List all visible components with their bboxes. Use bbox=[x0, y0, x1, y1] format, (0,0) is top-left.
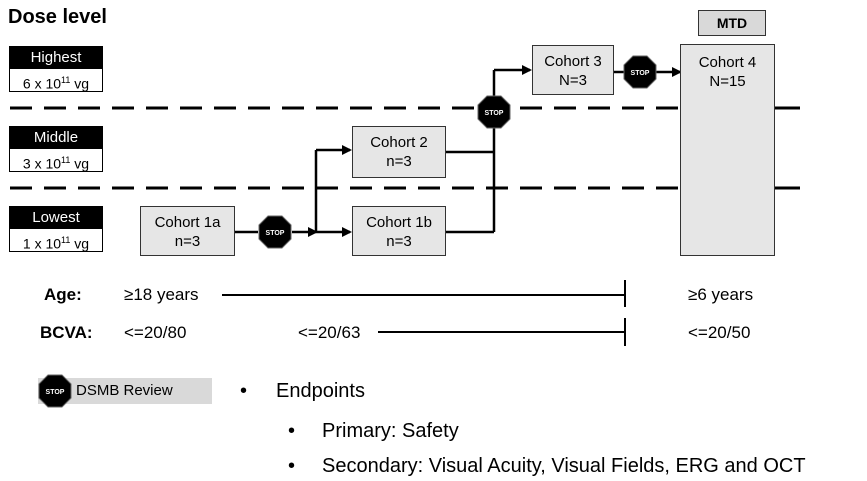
dose-level-title: Dose level bbox=[8, 6, 107, 28]
dose-level-value: 1 x 1011 vg bbox=[10, 229, 102, 252]
bullet: • bbox=[240, 380, 248, 402]
age-label: Age: bbox=[44, 285, 82, 304]
dose-level-value: 3 x 1011 vg bbox=[10, 149, 102, 172]
bcva-label: BCVA: bbox=[40, 323, 93, 342]
stop-sign-icon: STOP bbox=[38, 374, 72, 408]
svg-text:STOP: STOP bbox=[631, 70, 650, 77]
bcva-left-value: <=20/80 bbox=[124, 323, 187, 342]
dose-level-value: 6 x 1011 vg bbox=[10, 69, 102, 92]
bcva-right-value: <=20/50 bbox=[688, 323, 751, 342]
dose-level-lowest: Lowest 1 x 1011 vg bbox=[9, 206, 103, 252]
dose-level-middle: Middle 3 x 1011 vg bbox=[9, 126, 103, 172]
endpoint-secondary: Secondary: Visual Acuity, Visual Fields,… bbox=[322, 455, 806, 477]
svg-text:STOP: STOP bbox=[485, 110, 504, 117]
legend-label: DSMB Review bbox=[76, 382, 173, 399]
svg-text:STOP: STOP bbox=[46, 389, 65, 396]
dose-level-highest: Highest 6 x 1011 vg bbox=[9, 46, 103, 92]
age-left-value: ≥18 years bbox=[124, 285, 199, 304]
bullet: • bbox=[288, 420, 296, 442]
dose-level-name: Lowest bbox=[10, 207, 102, 229]
stop-sign-icon: STOP bbox=[477, 95, 511, 129]
endpoint-primary: Primary: Safety bbox=[322, 420, 459, 442]
endpoints-heading: Endpoints bbox=[276, 380, 365, 402]
stop-sign-icon: STOP bbox=[258, 215, 292, 249]
stop-sign-icon: STOP bbox=[623, 55, 657, 89]
svg-text:STOP: STOP bbox=[266, 230, 285, 237]
dose-level-name: Highest bbox=[10, 47, 102, 69]
bcva-mid-value: <=20/63 bbox=[298, 323, 361, 342]
dose-level-name: Middle bbox=[10, 127, 102, 149]
bullet: • bbox=[288, 455, 296, 477]
age-right-value: ≥6 years bbox=[688, 285, 754, 304]
mtd-label: MTD bbox=[698, 10, 766, 36]
